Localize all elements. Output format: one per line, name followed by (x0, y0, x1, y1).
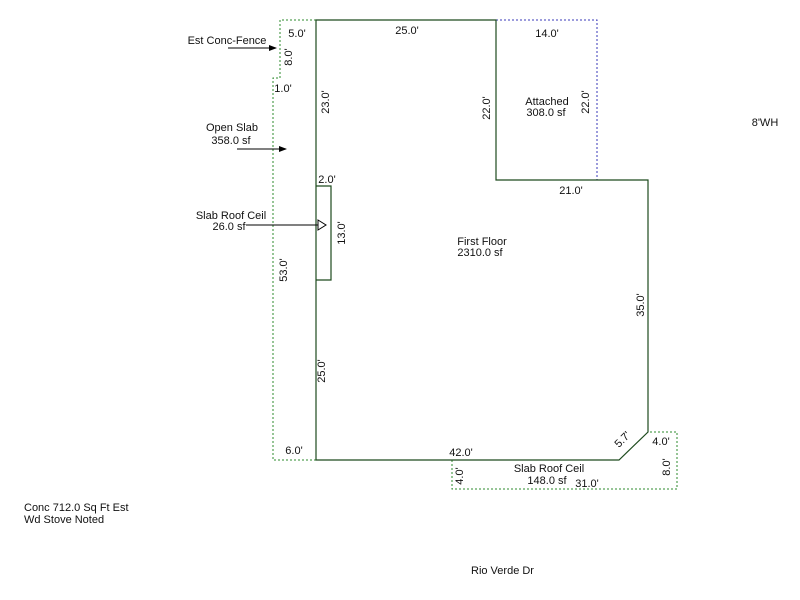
first-floor-outline (315, 19, 649, 461)
dim-notch-13: 13.0' (336, 221, 348, 245)
dim-slab-53: 53.0' (278, 258, 290, 282)
attached-outline (496, 19, 598, 180)
water-heater-callout: 8'WH (752, 117, 779, 129)
dim-right-step-21: 21.0' (559, 185, 583, 197)
fence-callout: Est Conc-Fence (188, 35, 267, 47)
slab-roof-ceil-arrowhead (317, 219, 327, 231)
open-slab-label: Open Slab (206, 122, 258, 134)
dim-bslab-8: 8.0' (661, 458, 673, 475)
dim-slab-top-5: 5.0' (288, 28, 305, 40)
attached-area: 308.0 sf (526, 107, 566, 119)
open-slab-outline (272, 19, 316, 461)
dim-bslab-4-right: 4.0' (652, 436, 669, 448)
attached-label: Attached (525, 96, 568, 108)
dim-diag-5-7: 5.7' (612, 429, 633, 450)
dim-bslab-4-left: 4.0' (454, 467, 466, 484)
open-slab-area: 358.0 sf (211, 135, 251, 147)
notes-line-2: Wd Stove Noted (24, 514, 105, 526)
slab-roof-ceil-small-area: 26.0 sf (212, 221, 246, 233)
dim-right-35: 35.0' (635, 293, 647, 317)
first-floor-label: First Floor (457, 236, 507, 248)
dim-bottom-42: 42.0' (449, 447, 473, 459)
dim-attached-top-14: 14.0' (535, 28, 559, 40)
dim-slab-bottom-6: 6.0' (285, 445, 302, 457)
dim-slab-8: 8.0' (283, 48, 295, 65)
notes-line-1: Conc 712.0 Sq Ft Est (24, 502, 129, 514)
dim-top-25: 25.0' (395, 25, 419, 37)
dim-attached-left-22: 22.0' (481, 96, 493, 120)
dim-left-upper-23: 23.0' (320, 90, 332, 114)
dim-attached-right-22: 22.0' (580, 90, 592, 114)
dim-left-lower-25: 25.0' (316, 359, 328, 383)
street-name: Rio Verde Dr (471, 565, 534, 577)
slab-roof-ceil-bottom-area: 148.0 sf (527, 475, 567, 487)
dim-slab-1: 1.0' (274, 83, 291, 95)
dim-notch-2: 2.0' (318, 174, 335, 186)
bottom-slab-outline (451, 431, 678, 490)
slab-roof-notch-outline (316, 185, 332, 281)
slab-roof-ceil-bottom-label: Slab Roof Ceil (514, 463, 584, 475)
dim-bslab-31: 31.0' (575, 478, 599, 490)
slab-roof-ceil-small-label: Slab Roof Ceil (196, 210, 266, 222)
first-floor-area: 2310.0 sf (457, 247, 503, 259)
